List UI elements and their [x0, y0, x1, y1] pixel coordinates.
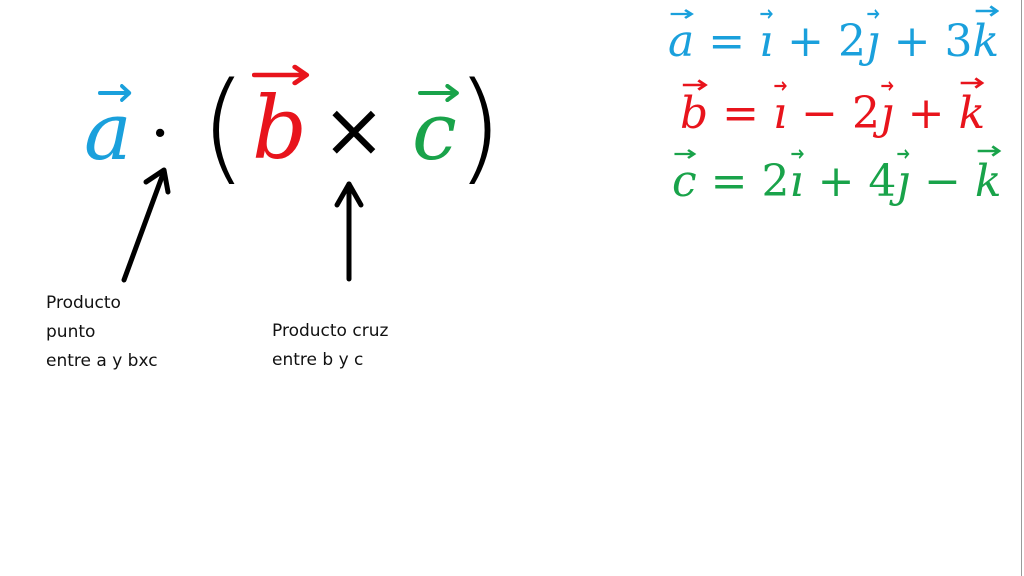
cross-product-arrow-icon [334, 181, 364, 282]
dot-product-label: Producto punto entre a y bxc [46, 293, 158, 371]
equals-sign: = [708, 88, 774, 139]
vector-arrow-icon [975, 144, 1002, 158]
vector-arrow-icon [680, 78, 708, 92]
dot-product-arrow-icon [121, 167, 171, 283]
vector-arrow-icon [418, 84, 460, 102]
equals-sign: = [696, 156, 762, 207]
equals-sign: = [694, 16, 760, 67]
vector-a: a [84, 84, 136, 172]
vector-b: b [250, 60, 310, 179]
coefficient: 3 [944, 16, 973, 67]
dot-operator: · [150, 97, 171, 171]
vector-arrow-icon [668, 8, 694, 20]
var-a: a [84, 85, 132, 178]
vector-arrow-icon [672, 148, 697, 160]
vector-b: b [680, 79, 708, 136]
right-edge-divider [1021, 0, 1022, 576]
var-c: c [412, 85, 457, 178]
minus-sign: − [787, 88, 852, 139]
vector-arrow-icon [880, 80, 894, 92]
vector-arrow-icon [790, 148, 804, 160]
vector-c: c [410, 84, 460, 172]
unit-vector-j: ȷ [880, 81, 894, 136]
unit-vector-i: ı [773, 81, 787, 136]
vector-arrow-icon [252, 64, 310, 86]
unit-vector-i: ı [759, 9, 773, 64]
plus-sign: + [773, 16, 838, 67]
open-paren: ( [200, 58, 247, 197]
unit-vector-k: k [958, 77, 985, 136]
coefficient: 2 [761, 156, 790, 207]
close-paren: ) [456, 58, 503, 197]
plus-sign: + [879, 16, 945, 67]
vector-arrow-icon [866, 8, 880, 20]
cross-operator: × [322, 85, 386, 174]
unit-vector-i: ı [790, 149, 804, 204]
coefficient: 2 [838, 16, 866, 67]
plus-sign: + [893, 88, 959, 139]
vector-arrow-icon [773, 80, 787, 92]
cross-product-label: Producto cruz entre b y c [272, 321, 389, 370]
vector-c: c [672, 149, 697, 204]
coefficient: 2 [851, 88, 880, 139]
vector-arrow-icon [973, 4, 1000, 18]
plus-sign: + [803, 156, 869, 207]
vector-arrow-icon [759, 8, 773, 20]
unit-vector-k: k [975, 145, 1002, 204]
unit-vector-j: ȷ [896, 149, 910, 204]
coefficient: 4 [868, 156, 897, 207]
var-b: b [252, 79, 308, 179]
vector-a: a [668, 9, 694, 64]
minus-sign: − [910, 156, 975, 207]
vector-arrow-icon [896, 148, 910, 160]
vector-arrow-icon [98, 84, 132, 102]
vector-arrow-icon [958, 76, 985, 90]
unit-vector-k: k [973, 5, 999, 64]
unit-vector-j: ȷ [866, 9, 880, 64]
